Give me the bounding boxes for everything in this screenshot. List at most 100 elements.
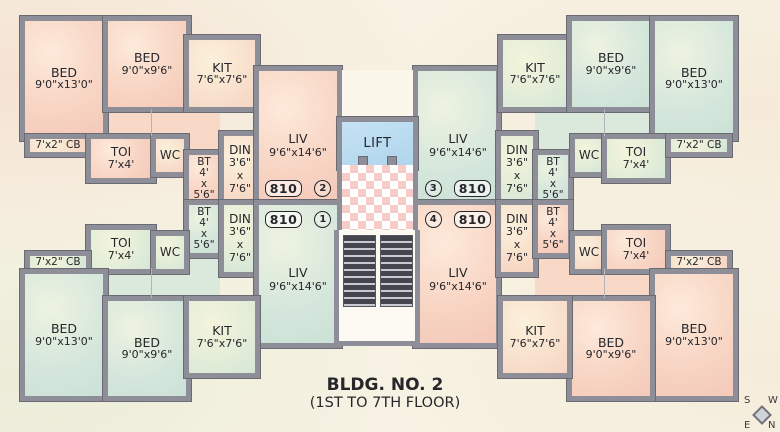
passage bbox=[184, 105, 220, 155]
unit-number-circle: 1 bbox=[314, 210, 332, 228]
compass-s: S bbox=[744, 395, 751, 406]
unit1-toilet: TOI 7'x4' bbox=[86, 225, 156, 274]
unit-number-circle: 4 bbox=[424, 210, 442, 228]
room-dims: 7'6"x7'6" bbox=[509, 336, 561, 350]
unit-number-circle: 2 bbox=[314, 179, 332, 197]
room-label: TOI bbox=[110, 144, 132, 159]
room-label: WC bbox=[578, 244, 600, 259]
room-label: LIV bbox=[288, 265, 308, 280]
room-label: KIT bbox=[525, 323, 545, 339]
room-label: BED bbox=[597, 334, 625, 350]
room-label: LIV bbox=[448, 131, 468, 146]
flat-number: 810 bbox=[264, 179, 303, 197]
unit3-toilet: TOI 7'x4' bbox=[602, 134, 670, 183]
room-dims: 9'0"x13'0" bbox=[665, 78, 723, 92]
passage bbox=[184, 252, 220, 302]
passage bbox=[535, 105, 571, 155]
room-label: WC bbox=[159, 244, 181, 259]
room-label: KIT bbox=[212, 323, 232, 339]
building-title-block: BLDG. NO. 2 (1ST TO 7TH FLOOR) bbox=[290, 376, 480, 412]
room-dims: 4' x 5'6" bbox=[542, 216, 564, 252]
unit4-toilet: TOI 7'x4' bbox=[602, 225, 670, 274]
room-dims: 7'6"x7'6" bbox=[509, 73, 561, 87]
unit4-bedroom-small: BED 9'0"x9'6" bbox=[567, 296, 655, 401]
room-dims: 3'6" x 7'6" bbox=[228, 225, 252, 264]
entrance-niche bbox=[337, 70, 418, 122]
room-dims: 7'x4' bbox=[622, 249, 650, 263]
lift-door-jamb bbox=[359, 157, 367, 165]
unit2-living-label: LIV 9'6"x14'6" bbox=[259, 127, 337, 163]
room-label: TOI bbox=[625, 144, 647, 159]
unit1-bedroom-large: BED 9'0"x13'0" bbox=[20, 269, 108, 401]
room-dims: 3'6" x 7'6" bbox=[505, 225, 529, 264]
unit2-kitchen: KIT 7'6"x7'6" bbox=[184, 35, 260, 112]
unit1-wc: WC bbox=[151, 231, 189, 274]
building-title: BLDG. NO. 2 bbox=[326, 375, 444, 395]
unit4-kitchen: KIT 7'6"x7'6" bbox=[498, 296, 572, 378]
unit4-wc: WC bbox=[570, 231, 608, 274]
room-dims: 4' x 5'6" bbox=[193, 166, 215, 202]
room-label: BED bbox=[680, 64, 708, 80]
unit2-cupboard: 7'x2" CB bbox=[25, 134, 91, 157]
room-dims: 9'6"x14'6" bbox=[429, 280, 487, 293]
unit4-dining: DIN 3'6" x 7'6" bbox=[496, 200, 538, 277]
room-label: BED bbox=[597, 50, 625, 66]
room-label: 7'x2" CB bbox=[676, 138, 722, 151]
partition-line bbox=[151, 109, 152, 136]
lift-label: LIFT bbox=[363, 136, 392, 151]
lobby-checkered-floor bbox=[337, 165, 418, 237]
room-label: DIN bbox=[506, 211, 528, 226]
room-label: BT bbox=[197, 155, 211, 168]
room-label: BED bbox=[133, 334, 161, 350]
unit1-flat-plate: 810 1 bbox=[259, 210, 337, 228]
lift-shaft: LIFT bbox=[337, 117, 418, 170]
unit2-bedroom-small: BED 9'0"x9'6" bbox=[103, 16, 191, 112]
partition-line bbox=[151, 268, 152, 298]
unit3-cupboard: 7'x2" CB bbox=[666, 134, 732, 157]
room-label: BED bbox=[50, 64, 78, 80]
passage bbox=[535, 252, 571, 302]
room-dims: 4' x 5'6" bbox=[542, 166, 564, 202]
room-dims: 9'0"x13'0" bbox=[35, 78, 93, 92]
unit1-bedroom-small: BED 9'0"x9'6" bbox=[103, 296, 191, 401]
flat-number: 810 bbox=[453, 179, 492, 197]
compass-w: W bbox=[768, 395, 778, 406]
unit2-toilet: TOI 7'x4' bbox=[86, 134, 156, 183]
room-dims: 9'6"x14'6" bbox=[269, 280, 327, 293]
room-label: LIV bbox=[288, 131, 308, 146]
unit3-kitchen: KIT 7'6"x7'6" bbox=[498, 35, 572, 112]
room-label: LIV bbox=[448, 265, 468, 280]
room-label: DIN bbox=[229, 211, 251, 226]
building-subtitle: (1ST TO 7TH FLOOR) bbox=[309, 395, 461, 411]
lift-door-jamb bbox=[388, 157, 396, 165]
flat-number: 810 bbox=[453, 210, 492, 228]
room-label: BED bbox=[680, 321, 708, 337]
room-dims: 7'x4' bbox=[107, 158, 135, 172]
compass-e: E bbox=[744, 420, 751, 431]
unit4-living-label: LIV 9'6"x14'6" bbox=[419, 261, 497, 297]
room-label: TOI bbox=[110, 235, 132, 250]
room-dims: 9'0"x13'0" bbox=[35, 334, 93, 348]
staircase bbox=[334, 230, 420, 346]
unit3-bath: BT 4' x 5'6" bbox=[533, 150, 573, 208]
room-label: DIN bbox=[506, 142, 528, 157]
partition-line bbox=[604, 109, 605, 136]
room-label: BT bbox=[546, 155, 560, 168]
compass-rose: S W E N bbox=[742, 396, 780, 432]
room-dims: 7'6"x7'6" bbox=[196, 336, 248, 350]
unit4-bath: BT 4' x 5'6" bbox=[533, 200, 573, 258]
unit4-bedroom-large: BED 9'0"x13'0" bbox=[650, 269, 738, 401]
unit3-living-label: LIV 9'6"x14'6" bbox=[419, 127, 497, 163]
room-dims: 9'6"x14'6" bbox=[269, 146, 327, 159]
room-dims: 3'6" x 7'6" bbox=[228, 156, 252, 195]
room-label: BT bbox=[546, 205, 560, 218]
stair-flight-right bbox=[381, 236, 412, 306]
unit1-living-label: LIV 9'6"x14'6" bbox=[259, 261, 337, 297]
unit4-flat-plate: 4 810 bbox=[419, 210, 497, 228]
room-dims: 3'6" x 7'6" bbox=[505, 156, 529, 195]
room-label: BED bbox=[50, 321, 78, 337]
room-label: WC bbox=[578, 147, 600, 162]
stair-flight-left bbox=[344, 236, 375, 306]
room-dims: 4' x 5'6" bbox=[193, 216, 215, 252]
